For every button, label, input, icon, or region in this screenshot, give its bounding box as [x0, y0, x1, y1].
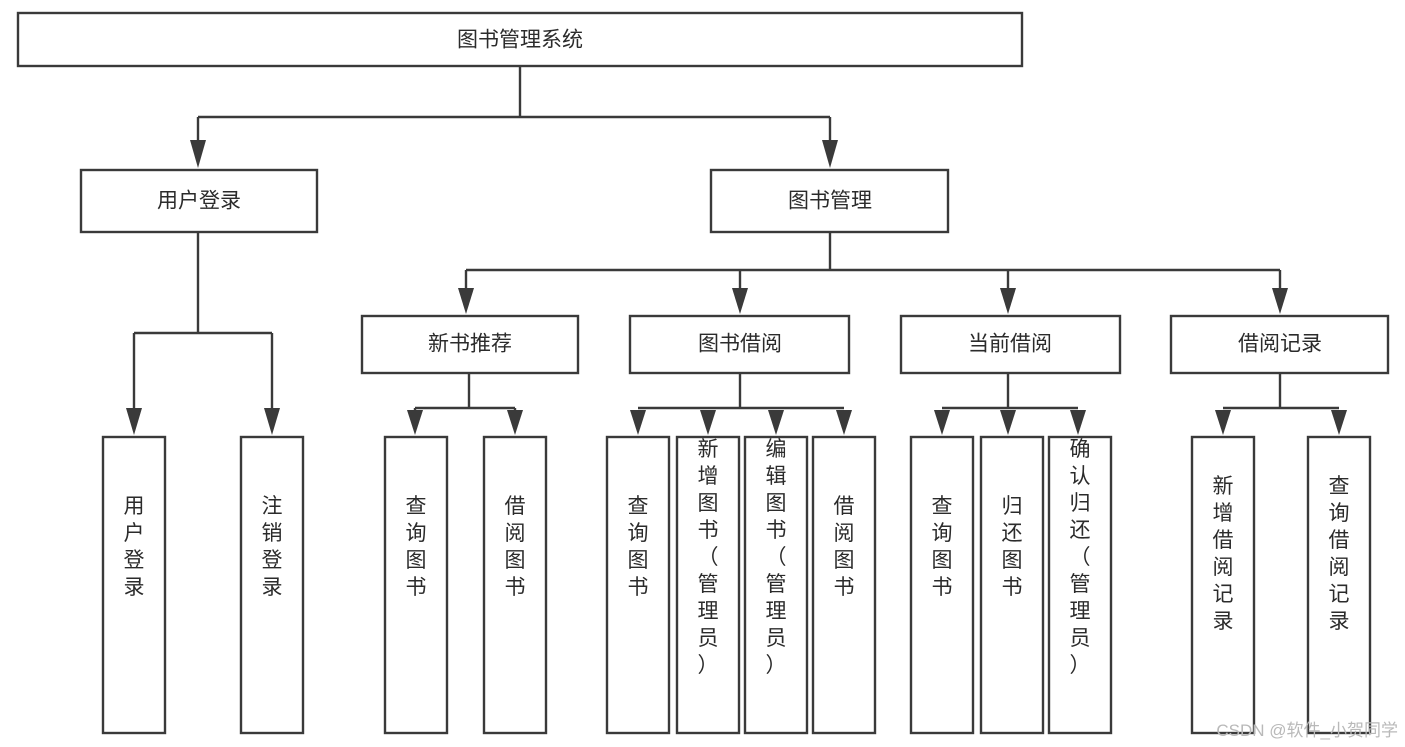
node-new-book-recommend-label: 新书推荐 — [428, 333, 512, 356]
arrow-leaf-query-record — [1331, 410, 1347, 435]
node-borrow-record[interactable]: 借阅记录 — [1169, 314, 1390, 375]
leaf-current-query[interactable]: 查询图书 — [909, 435, 975, 735]
node-current-borrow[interactable]: 当前借阅 — [899, 314, 1122, 375]
leaf-newbook-query-label: 查询图书 — [406, 495, 427, 599]
arrow-leaf-borrow-book-2 — [836, 410, 852, 435]
arrow-leaf-add-book — [700, 410, 716, 435]
leaf-borrow-borrow-box[interactable] — [811, 435, 877, 735]
node-book-borrow-box[interactable] — [628, 314, 851, 375]
connector-group-root-to-level2 — [190, 66, 838, 168]
arrow-newbook — [458, 288, 474, 314]
arrow-current — [1000, 288, 1016, 314]
node-book-management-label: 图书管理 — [788, 190, 872, 213]
leaf-current-confirm-label: 确认归还（管理员） — [1070, 438, 1091, 677]
leaf-borrow-edit-label: 编辑图书（管理员） — [766, 438, 787, 677]
leaf-record-query[interactable]: 查询借阅记录 — [1306, 435, 1372, 735]
node-book-borrow[interactable]: 图书借阅 — [628, 314, 851, 375]
node-current-borrow-label: 当前借阅 — [968, 333, 1052, 356]
leaf-borrow-edit-box[interactable] — [743, 435, 809, 735]
node-root-system[interactable]: 图书管理系统 — [16, 11, 1024, 68]
node-root-system-label: 图书管理系统 — [457, 29, 583, 52]
leaf-borrow-borrow-label: 借阅图书 — [834, 495, 855, 599]
leaf-newbook-borrow-label: 借阅图书 — [505, 495, 526, 599]
node-book-management[interactable]: 图书管理 — [709, 168, 950, 234]
node-borrow-record-box[interactable] — [1169, 314, 1390, 375]
arrow-leaf-user-login — [126, 408, 142, 435]
node-user-login-box[interactable] — [79, 168, 319, 234]
node-root-system-box[interactable] — [16, 11, 1024, 68]
leaf-borrow-add-box[interactable] — [675, 435, 741, 735]
leaf-borrow-add[interactable]: 新增图书（管理员） — [675, 435, 741, 735]
node-new-book-recommend[interactable]: 新书推荐 — [360, 314, 580, 375]
connector-group-record-to-leaves — [1215, 373, 1347, 435]
node-borrow-record-label: 借阅记录 — [1238, 333, 1322, 356]
leaf-newbook-query-box[interactable] — [383, 435, 449, 735]
connector-group-newbook-to-leaves — [407, 373, 523, 435]
leaf-user-login-login-label: 用户登录 — [124, 495, 145, 599]
leaf-user-login-login-box[interactable] — [101, 435, 167, 735]
connector-group-borrow-to-leaves — [630, 373, 852, 435]
leaf-newbook-borrow[interactable]: 借阅图书 — [482, 435, 548, 735]
arrow-borrow — [732, 288, 748, 314]
leaf-current-return-box[interactable] — [979, 435, 1045, 735]
node-new-book-recommend-box[interactable] — [360, 314, 580, 375]
leaf-record-add[interactable]: 新增借阅记录 — [1190, 435, 1256, 735]
node-book-borrow-label: 图书借阅 — [698, 333, 782, 356]
leaf-borrow-add-label: 新增图书（管理员） — [698, 438, 719, 677]
arrow-leaf-confirm-return — [1070, 410, 1086, 435]
leaf-newbook-query[interactable]: 查询图书 — [383, 435, 449, 735]
leaf-current-return-label: 归还图书 — [1002, 495, 1023, 599]
leaf-newbook-borrow-box[interactable] — [482, 435, 548, 735]
node-book-management-box[interactable] — [709, 168, 950, 234]
leaf-record-query-label: 查询借阅记录 — [1329, 475, 1350, 633]
arrow-leaf-borrow-book-1 — [507, 410, 523, 435]
arrow-leaf-logout — [264, 408, 280, 435]
csdn-watermark: CSDN @软件_小贺同学 — [1216, 721, 1398, 740]
arrow-leaf-edit-book — [768, 410, 784, 435]
leaf-user-login-logout-label: 注销登录 — [262, 495, 283, 599]
node-current-borrow-box[interactable] — [899, 314, 1122, 375]
leaf-user-login-login[interactable]: 用户登录 — [101, 435, 167, 735]
leaf-record-add-label: 新增借阅记录 — [1213, 475, 1234, 633]
arrow-user-login — [190, 140, 206, 168]
node-user-login-label: 用户登录 — [157, 190, 241, 213]
arrow-leaf-add-record — [1215, 410, 1231, 435]
leaf-record-add-box[interactable] — [1190, 435, 1256, 735]
arrow-leaf-return-book — [1000, 410, 1016, 435]
leaf-borrow-query-box[interactable] — [605, 435, 671, 735]
leaf-borrow-query-label: 查询图书 — [628, 495, 649, 599]
leaf-current-confirm-box[interactable] — [1047, 435, 1113, 735]
arrow-leaf-query-book-3 — [934, 410, 950, 435]
leaf-current-query-box[interactable] — [909, 435, 975, 735]
arrow-leaf-query-book-2 — [630, 410, 646, 435]
leaf-user-login-logout[interactable]: 注销登录 — [239, 435, 305, 735]
arrow-leaf-query-book-1 — [407, 410, 423, 435]
leaf-record-query-box[interactable] — [1306, 435, 1372, 735]
connector-group-userlogin-to-leaves — [126, 232, 280, 435]
leaf-user-login-logout-box[interactable] — [239, 435, 305, 735]
leaf-borrow-borrow[interactable]: 借阅图书 — [811, 435, 877, 735]
arrow-record — [1272, 288, 1288, 314]
arrow-book-mgmt — [822, 140, 838, 168]
node-user-login[interactable]: 用户登录 — [79, 168, 319, 234]
leaf-current-query-label: 查询图书 — [932, 495, 953, 599]
leaf-current-return[interactable]: 归还图书 — [979, 435, 1045, 735]
connector-group-current-to-leaves — [934, 373, 1086, 435]
leaf-current-confirm[interactable]: 确认归还（管理员） — [1047, 435, 1113, 735]
leaf-borrow-query[interactable]: 查询图书 — [605, 435, 671, 735]
leaf-borrow-edit[interactable]: 编辑图书（管理员） — [743, 435, 809, 735]
connector-group-bookmgmt-to-level3 — [458, 232, 1288, 314]
